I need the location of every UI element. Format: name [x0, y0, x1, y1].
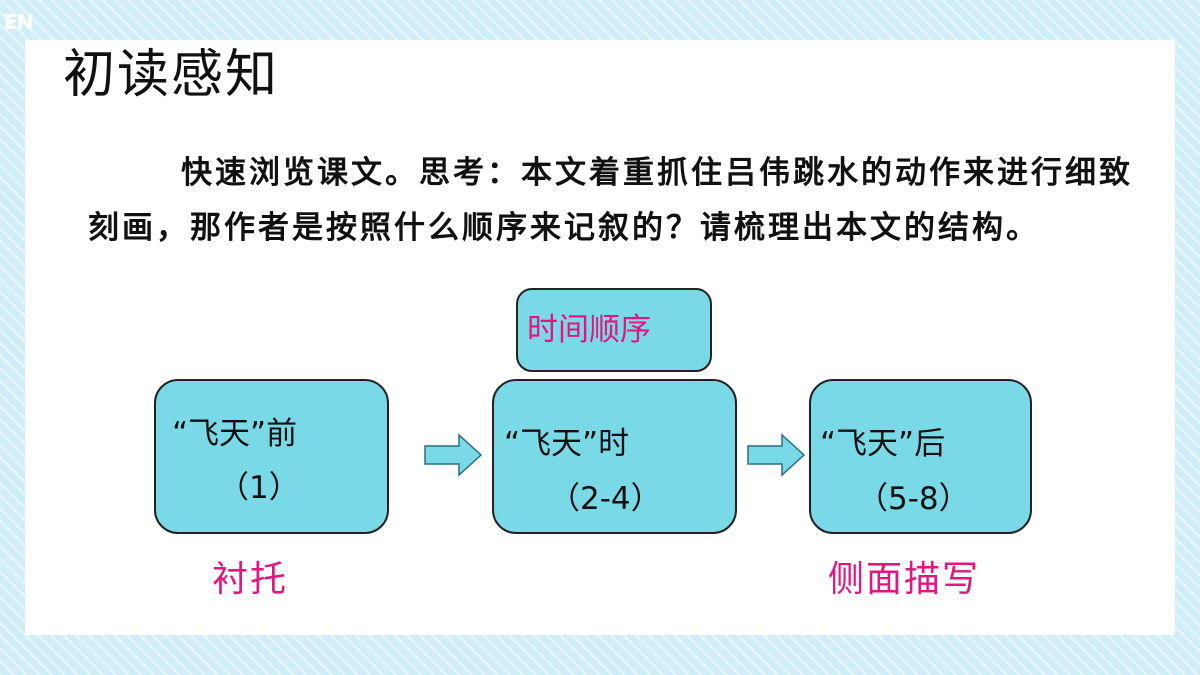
arrow-right-icon — [424, 433, 483, 477]
stage-box-during — [492, 379, 737, 534]
stage-after-label: “飞天”后 — [820, 426, 946, 462]
page-title: 初读感知 — [63, 45, 280, 105]
stage-after-range: （5-8） — [857, 481, 970, 517]
question-text: 快速浏览课文。思考：本文着重抓住吕伟跳水的动作来进行细致刻画，那作者是按照什么顺… — [88, 155, 1133, 246]
stage-box-before — [154, 379, 389, 534]
annotation-before: 衬托 — [212, 559, 289, 600]
stage-box-after — [809, 379, 1032, 534]
corner-logo: EN — [4, 10, 33, 34]
stage-during-range: （2-4） — [549, 481, 662, 517]
stage-during-label: “飞天”时 — [504, 426, 630, 462]
stage-before-range: （1） — [218, 470, 300, 506]
order-box — [516, 288, 712, 372]
annotation-after: 侧面描写 — [828, 559, 981, 600]
arrow-right-icon — [747, 433, 806, 477]
stage-before-label: “飞天”前 — [172, 416, 298, 452]
order-label: 时间顺序 — [527, 312, 651, 348]
